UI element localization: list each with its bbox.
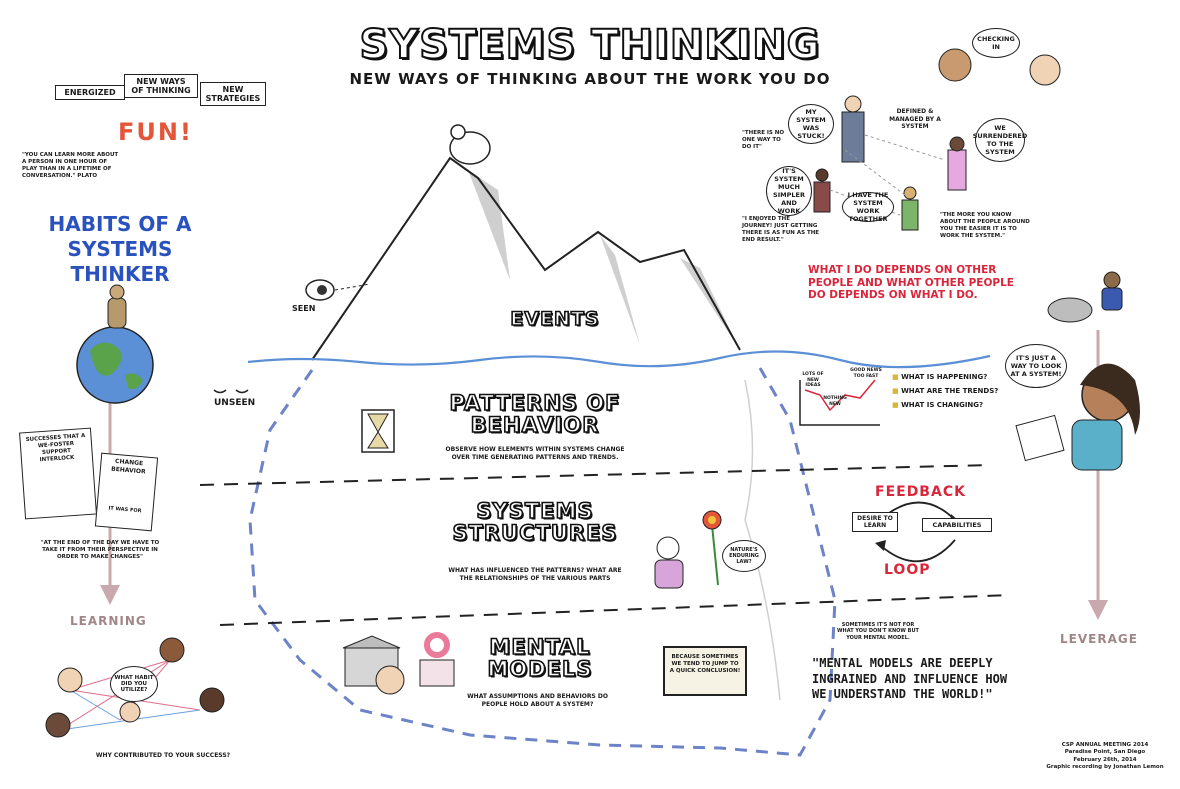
question-trends: ■ WHAT ARE THE TRENDS? [892,387,999,395]
question-changing: ■ WHAT IS CHANGING? [892,401,984,409]
level-structures: SYSTEMS STRUCTURES [452,499,618,546]
box-new-strategies: NEW STRATEGIES [200,82,266,106]
box-energized: ENERGIZED [55,85,125,100]
checking-in-bubble: CHECKING IN [972,28,1020,58]
patterns-desc: OBSERVE HOW ELEMENTS WITHIN SYSTEMS CHAN… [445,446,625,461]
page-subtitle: NEW WAYS OF THINKING ABOUT THE WORK YOU … [349,70,831,88]
habits-title: HABITS OF A SYSTEMS THINKER [48,212,192,286]
defined-label: DEFINED & MANAGED BY A SYSTEM [889,108,941,130]
loop-label: LOOP [884,562,931,578]
perspective-quote: "AT THE END OF THE DAY WE HAVE TO TAKE I… [40,540,160,560]
desire-box: DESIRE TO LEARN [852,512,898,532]
sign-right: CHANGE BEHAVIOR IT WAS FOR [94,452,159,532]
level-mental-models: MENTAL MODELS [487,635,593,682]
sign-left: SUCCESSES THAT A WE-FOSTER SUPPORT INTER… [19,427,97,520]
mental-models-quote: "MENTAL MODELS ARE DEEPLY INGRAINED AND … [812,656,1008,702]
level-events: EVENTS [510,308,600,330]
questions-list: ■ WHAT IS HAPPENING? ■ WHAT ARE THE TREN… [892,370,998,412]
flower-bubble: NATURE'S ENDURING LAW? [722,540,766,572]
unseen-label: UNSEEN [214,398,256,408]
mental-models-desc: WHAT ASSUMPTIONS AND BEHAVIORS DO PEOPLE… [467,693,608,708]
chart-label-nothing: NOTHING NEW [823,396,847,407]
box-new-ways: NEW WAYS OF THINKING [124,74,198,98]
structures-desc: WHAT HAS INFLUENCED THE PATTERNS? WHAT A… [448,567,622,582]
feedback-label: FEEDBACK [875,484,966,500]
mental-model-note: SOMETIMES IT'S NOT FOR WHAT YOU DON'T KN… [837,622,919,641]
work-together-bubble: I HAVE THE SYSTEM WORK TOGETHER [842,191,894,223]
quick-conclusion-sign: BECAUSE SOMETIMES WE TEND TO JUMP TO A Q… [663,646,747,696]
just-a-way-bubble: IT'S JUST A WAY TO LOOK AT A SYSTEM! [1005,344,1067,388]
page-title: SYSTEMS THINKING [358,21,821,69]
journey-quote: "I ENJOYED THE JOURNEY! JUST GETTING THE… [742,216,820,243]
chart-label-ideas: LOTS OF NEW IDEAS [802,372,824,389]
capabilities-box: CAPABILITIES [922,518,992,532]
surrendered-bubble: WE SURRENDERED TO THE SYSTEM [973,118,1027,162]
simpler-bubble: IT'S SYSTEM MUCH SIMPLER AND WORK [766,166,812,216]
fun-label: FUN! [118,118,193,146]
seen-label: SEEN [292,304,316,313]
leverage-label: LEVERAGE [1060,632,1138,646]
plato-quote: "YOU CAN LEARN MORE ABOUT A PERSON IN ON… [22,152,119,179]
bullet-icon: ■ [892,387,899,395]
level-patterns: PATTERNS OF BEHAVIOR [449,391,621,438]
bottom-caption: WHY CONTRIBUTED TO YOUR SUCCESS? [95,752,231,759]
depends-text: WHAT I DO DEPENDS ON OTHER PEOPLE AND WH… [808,264,1014,302]
question-happening: ■ WHAT IS HAPPENING? [892,373,988,381]
stuck-bubble: MY SYSTEM WAS STUCK! [788,104,834,144]
more-you-know-quote: "THE MORE YOU KNOW ABOUT THE PEOPLE AROU… [940,212,1030,239]
learning-label: LEARNING [70,614,147,628]
chart-label-fast: GOOD NEWS TOO FAST [850,368,882,379]
one-way-quote: "THERE IS NO ONE WAY TO DO IT" [742,130,785,150]
habit-question-bubble: WHAT HABIT DID YOU UTILIZE? [110,666,158,702]
credits: CSP ANNUAL MEETING 2014 Paradise Point, … [1046,742,1164,771]
bullet-icon: ■ [892,401,899,409]
bullet-icon: ■ [892,373,899,381]
